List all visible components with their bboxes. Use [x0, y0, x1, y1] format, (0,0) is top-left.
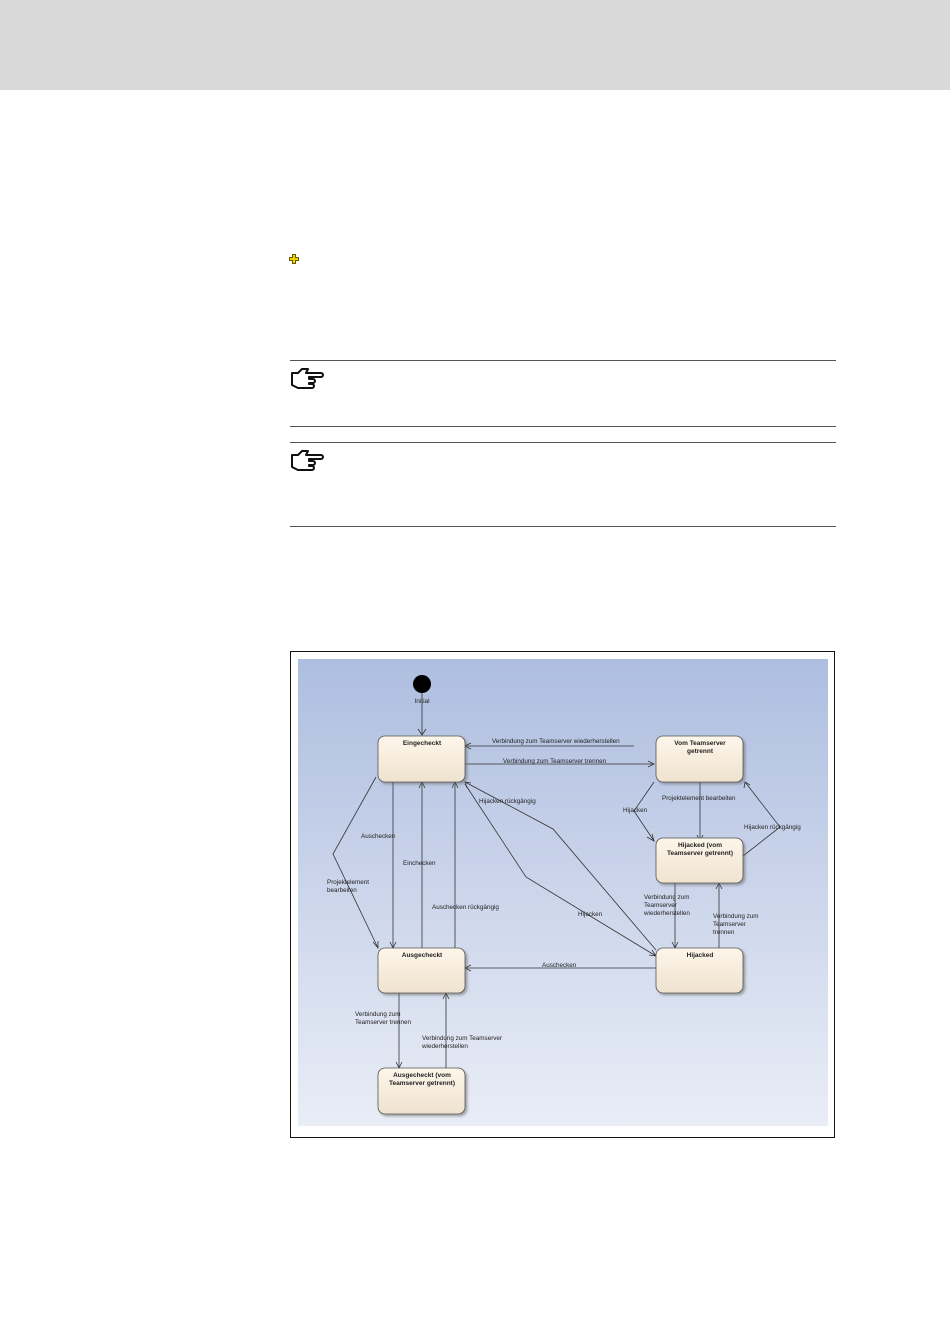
transition-label-t-trennen-bottom: Teamserver trennen: [355, 1019, 411, 1026]
transition-label-t-wiederherstellen-right: Teamserver: [644, 902, 677, 909]
edge-hijacken-diag: [464, 783, 657, 957]
edge-hijacken-small: [633, 781, 655, 842]
transition-label-t-hijacken-diag: Hijacken: [578, 911, 603, 918]
state-label-hijacked-getrennt: Teamserver getrennt): [667, 850, 733, 857]
state-ausgecheckt: [377, 947, 466, 994]
transition-label-t-trennen-right: Teamserver: [713, 921, 746, 928]
state-label-ausgecheckt: Ausgecheckt: [402, 952, 443, 959]
state-hijacked-getrennt: [655, 837, 744, 884]
transition-label-t-auschecken-1: Auschecken: [361, 833, 396, 840]
transition-label-t-hijacken-rueck-2: Hijacken rückgängig: [744, 824, 801, 831]
transition-label-t-wiederherstellen-right: Verbindung zum: [644, 894, 690, 901]
transition-label-t-hijacken-small: Hijacken: [623, 807, 648, 814]
state-label-ausgecheckt-getrennt: Teamserver getrennt): [389, 1080, 455, 1087]
transition-label-t-wiederherstellen-top: Verbindung zum Teamserver wiederherstell…: [492, 738, 620, 745]
initial-node: [413, 675, 431, 693]
transition-label-t-projekt-bearb-right: Projektelement bearbeiten: [662, 795, 736, 802]
state-label-hijacked-getrennt: Hijacked (vom: [678, 842, 722, 849]
transition-label-t-trennen-right: trennen: [713, 929, 735, 936]
state-label-eingecheckt: Eingecheckt: [403, 740, 442, 747]
state-hijacked: [655, 947, 744, 994]
transition-label-t-auschecken-rueck: Auschecken rückgängig: [432, 904, 499, 911]
edge-projekt-bearb-left: [332, 776, 379, 949]
state-vom-teamserver-getrennt: [655, 735, 744, 783]
state-diagram: Initial: [298, 659, 828, 1126]
state-ausgecheckt-getrennt: [377, 1067, 466, 1115]
transition-label-t-wiederherstellen-right: wiederherstellen: [643, 910, 690, 917]
state-eingecheckt: [377, 735, 466, 783]
note-rule-bottom-2: [290, 526, 836, 527]
pointing-hand-icon: [291, 368, 324, 389]
transition-label-t-projekt-bearb-left: Projektelement: [327, 879, 369, 886]
diagram-canvas: [298, 659, 828, 1126]
pointing-hand-icon: [291, 450, 324, 471]
edge-hijacken-rueck-1: [464, 781, 657, 951]
note-rule-top-2: [290, 442, 836, 443]
state-label-ausgecheckt-getrennt: Ausgecheckt (vom: [393, 1072, 451, 1079]
transition-label-t-projekt-bearb-left: bearbeiten: [327, 887, 357, 894]
transition-label-t-einchecken: Einchecken: [403, 860, 436, 867]
note-rule-bottom-1: [290, 426, 836, 427]
transition-label-t-wiederherstellen-bottom: Verbindung zum Teamserver: [422, 1035, 502, 1042]
transition-label-t-trennen-right: Verbindung zum: [713, 913, 759, 920]
transition-label-t-trennen-top: Verbindung zum Teamserver trennen: [503, 758, 607, 765]
state-label-vom-teamserver: Vom Teamserver: [674, 740, 726, 747]
note-rule-top-1: [290, 360, 836, 361]
state-label-hijacked: Hijacked: [687, 952, 714, 959]
page-header-band: [0, 0, 950, 90]
edge-hijacken-rueck-2: [742, 781, 781, 857]
transition-label-t-auschecken-2: Auschecken: [542, 962, 577, 969]
transition-label-t-wiederherstellen-bottom: wiederherstellen: [421, 1043, 468, 1050]
transition-label-t-hijacken-rueck-1: Hijacken rückgängig: [479, 798, 536, 805]
transition-label-t-trennen-bottom: Verbindung zum: [355, 1011, 401, 1018]
yellow-cross-marker-icon: [289, 254, 299, 264]
state-label-vom-teamserver: getrennt: [687, 748, 714, 755]
